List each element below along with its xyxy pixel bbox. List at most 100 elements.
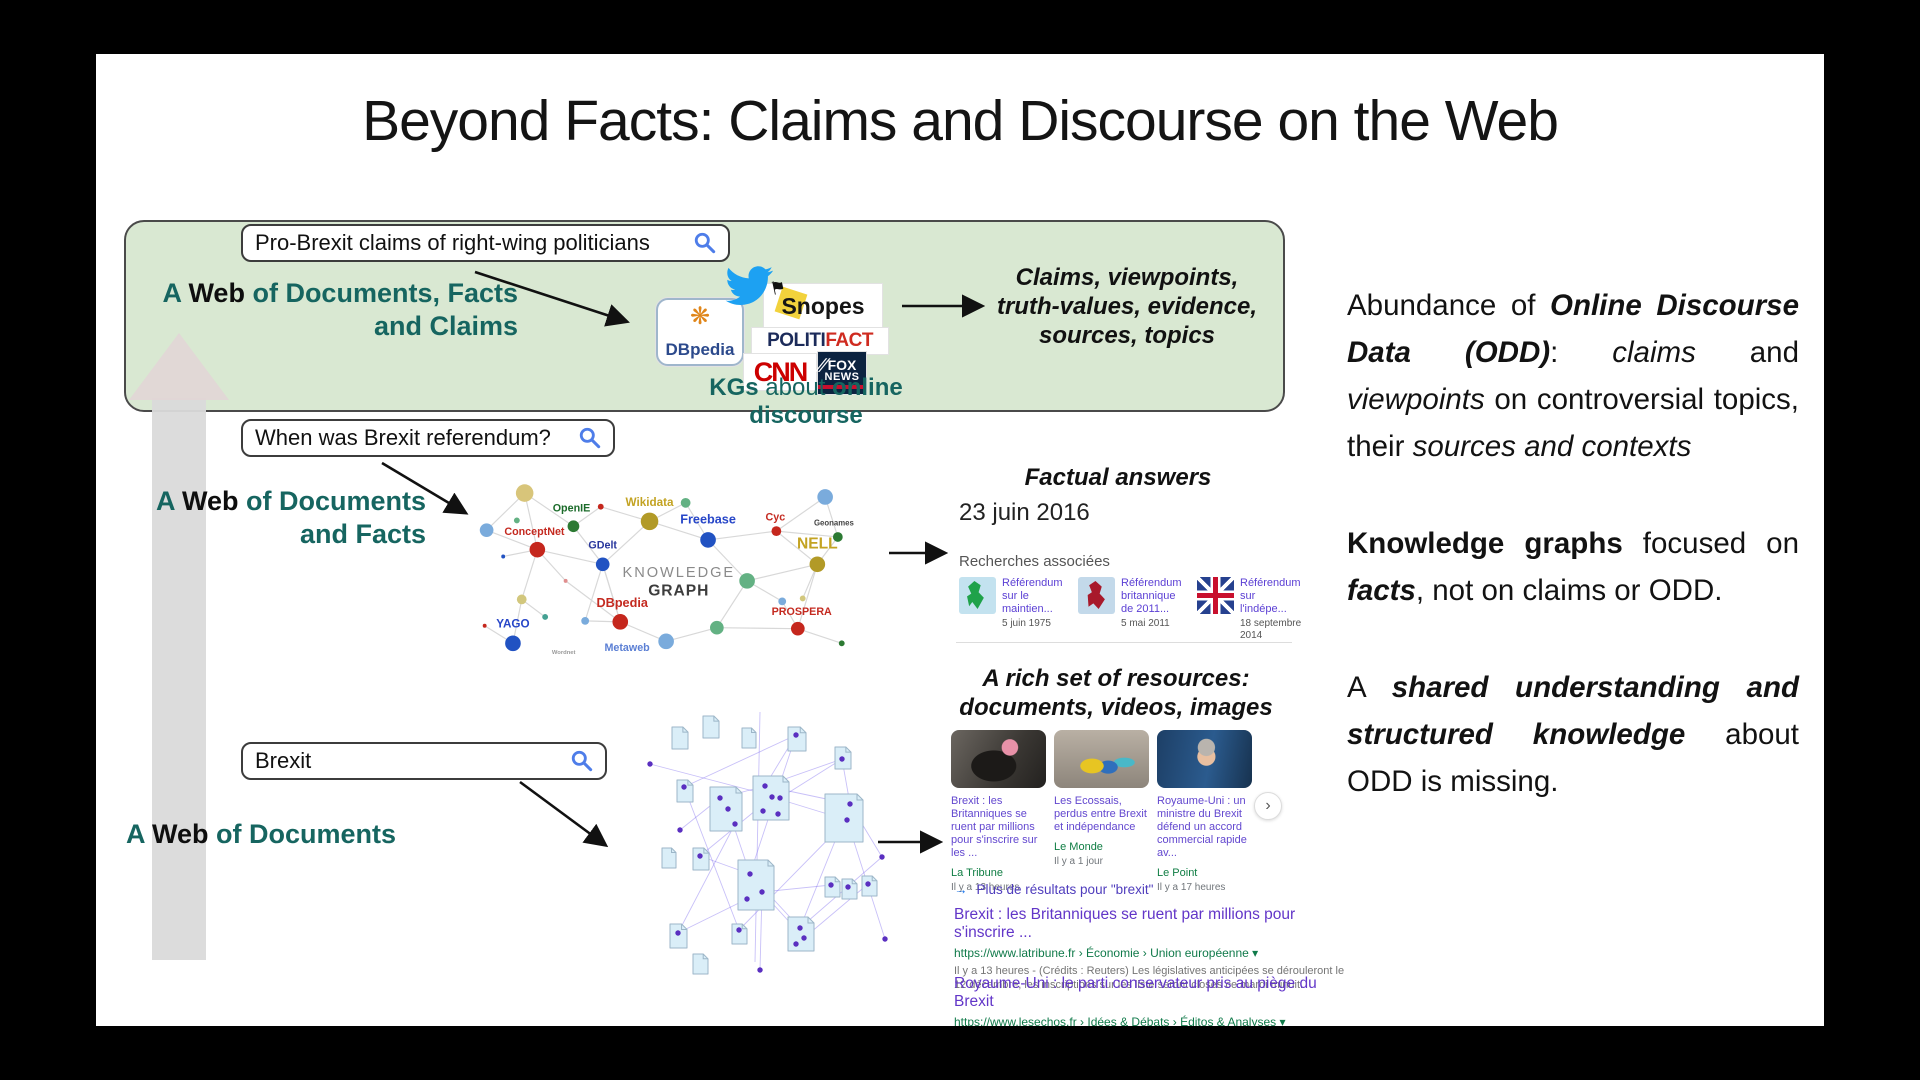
fox-red-bar bbox=[818, 384, 866, 389]
label-web-documents: A Web of Documents bbox=[126, 819, 397, 849]
related-search-item[interactable]: Référendum sur le maintien... 5 juin 197… bbox=[959, 577, 1065, 642]
resources-title: A rich set of resources: documents, vide… bbox=[946, 664, 1286, 722]
svg-text:GDelt: GDelt bbox=[588, 540, 617, 552]
cnn-wordmark: CNN bbox=[753, 356, 808, 387]
label-web-documents-facts-claims: A Web of Documents, Facts and Claims bbox=[126, 277, 518, 343]
result-snippet: Il y a 13 heures - (Crédits : Reuters) L… bbox=[954, 965, 1345, 991]
svg-text:OpenIE: OpenIE bbox=[553, 503, 591, 515]
kgs-caption: KGs about online discourse bbox=[709, 374, 903, 429]
news-card-source: Le Point bbox=[1157, 867, 1198, 879]
label-line1: A Web of Documents bbox=[155, 486, 426, 516]
result-url-breadcrumb[interactable]: https://www.lesechos.fr › Idées & Débats… bbox=[954, 1015, 1286, 1026]
search-box-documents[interactable] bbox=[241, 742, 607, 780]
label-line1: A Web of Documents, Facts bbox=[162, 278, 518, 308]
page-title: Beyond Facts: Claims and Discourse on th… bbox=[362, 89, 1559, 153]
carousel-next-button[interactable]: › bbox=[1254, 792, 1282, 820]
slide: Beyond Facts: Claims and Discourse on th… bbox=[96, 54, 1824, 1026]
news-card-source: Le Monde bbox=[1054, 841, 1103, 853]
factual-answer-value: 23 juin 2016 bbox=[959, 499, 1090, 526]
label-line2: and Claims bbox=[373, 311, 518, 341]
news-card[interactable]: Royaume-Uni : un ministre du Brexit défe… bbox=[1157, 730, 1252, 893]
paragraph-shared-understanding: A shared understanding and structured kn… bbox=[1347, 671, 1799, 798]
right-text-panel: Abundance of Online Discourse Data (ODD)… bbox=[1347, 282, 1799, 855]
related-title[interactable]: Référendum sur l'indépe... bbox=[1240, 577, 1301, 615]
related-title[interactable]: Référendum sur le maintien... bbox=[1002, 577, 1063, 615]
evolution-up-arrow bbox=[129, 333, 229, 960]
search-input-documents[interactable] bbox=[255, 748, 569, 774]
paragraph-odd-abundance: Abundance of Online Discourse Data (ODD)… bbox=[1347, 289, 1799, 463]
svg-text:YAGO: YAGO bbox=[496, 618, 529, 631]
related-thumbnail-uk-flag[interactable] bbox=[1197, 577, 1234, 614]
document-network-figure bbox=[620, 702, 940, 1026]
dbpedia-logo: ❋ DBpedia bbox=[656, 298, 744, 366]
svg-text:Freebase: Freebase bbox=[680, 512, 736, 526]
news-card-time: Il y a 17 heures bbox=[1157, 882, 1226, 893]
news-card-image[interactable] bbox=[951, 730, 1046, 788]
label-line2: and Facts bbox=[299, 519, 426, 549]
related-date: 5 juin 1975 bbox=[1002, 618, 1051, 629]
search-icon[interactable] bbox=[569, 748, 595, 774]
snopes-wordmark: Snopes bbox=[781, 292, 865, 319]
related-title[interactable]: Référendum britannique de 2011... bbox=[1121, 577, 1182, 615]
related-searches-row: Référendum sur le maintien... 5 juin 197… bbox=[959, 577, 1305, 642]
divider bbox=[956, 642, 1292, 643]
fox-slash-mark: ∕∕ bbox=[820, 355, 827, 377]
svg-text:Metaweb: Metaweb bbox=[604, 642, 650, 654]
fox-news-logo: ∕∕ FOX NEWS bbox=[818, 352, 866, 394]
claims-output-line1: Claims, viewpoints, bbox=[1015, 264, 1239, 291]
related-date: 5 mai 2011 bbox=[1121, 618, 1170, 629]
claims-output-line2: truth-values, evidence, bbox=[996, 293, 1258, 320]
more-results-text[interactable]: Plus de résultats pour "brexit" bbox=[976, 882, 1154, 897]
news-card-title[interactable]: Brexit : les Britanniques se ruent par m… bbox=[951, 795, 1038, 859]
svg-text:NELL: NELL bbox=[797, 536, 838, 553]
related-searches-label: Recherches associées bbox=[959, 553, 1110, 570]
politifact-wordmark-left: POLITI bbox=[767, 330, 826, 351]
result-url-breadcrumb[interactable]: https://www.latribune.fr › Économie › Un… bbox=[954, 946, 1259, 960]
search-result: Royaume-Uni : le parti conservateur pris… bbox=[954, 975, 1346, 1026]
svg-text:ConceptNet: ConceptNet bbox=[504, 526, 565, 538]
news-card-title[interactable]: Les Ecossais, perdus entre Brexit et ind… bbox=[1054, 795, 1147, 833]
result-title-link[interactable]: Brexit : les Britanniques se ruent par m… bbox=[954, 906, 1296, 941]
search-input-facts[interactable] bbox=[255, 425, 577, 451]
search-box-claims[interactable] bbox=[241, 224, 730, 262]
svg-text:Wordnet: Wordnet bbox=[552, 650, 576, 656]
news-card[interactable]: Brexit : les Britanniques se ruent par m… bbox=[951, 730, 1046, 893]
paragraph-kg-facts: Knowledge graphs focused on facts, not o… bbox=[1347, 527, 1799, 607]
news-card-title[interactable]: Royaume-Uni : un ministre du Brexit défe… bbox=[1157, 795, 1247, 859]
related-thumbnail-map-red[interactable] bbox=[1078, 577, 1115, 614]
label-web-documents-facts: A Web of Documents and Facts bbox=[126, 485, 426, 551]
related-search-item[interactable]: Référendum britannique de 2011... 5 mai … bbox=[1078, 577, 1184, 642]
arrow-right-icon: → bbox=[954, 882, 968, 897]
news-cards-row: Brexit : les Britanniques se ruent par m… bbox=[951, 730, 1252, 893]
svg-text:DBpedia: DBpedia bbox=[597, 596, 649, 610]
politifact-wordmark-right: FACT bbox=[825, 330, 873, 351]
dbpedia-wordmark: DBpedia bbox=[665, 340, 735, 359]
related-search-item[interactable]: Référendum sur l'indépe... 18 septembre … bbox=[1197, 577, 1303, 642]
news-card-image[interactable] bbox=[1054, 730, 1149, 788]
svg-text:GRAPH: GRAPH bbox=[648, 583, 709, 600]
more-results-link[interactable]: → Plus de résultats pour "brexit" bbox=[954, 882, 1153, 897]
search-input-claims[interactable] bbox=[255, 230, 692, 256]
resources-title-line2: documents, videos, images bbox=[959, 694, 1273, 721]
svg-text:Cyc: Cyc bbox=[766, 511, 786, 523]
dbpedia-dandelion-icon: ❋ bbox=[689, 303, 711, 330]
search-result: Brexit : les Britanniques se ruent par m… bbox=[954, 906, 1346, 992]
fox-wordmark-line1: FOX bbox=[827, 356, 857, 373]
chevron-right-icon: › bbox=[1265, 797, 1271, 814]
search-icon[interactable] bbox=[577, 425, 603, 451]
search-icon[interactable] bbox=[692, 230, 718, 256]
result-title-link[interactable]: Royaume-Uni : le parti conservateur pris… bbox=[954, 975, 1317, 1010]
snopes-logo: ⚑ Snopes bbox=[764, 277, 882, 328]
twitter-icon bbox=[725, 266, 773, 305]
claims-output-text: Claims, viewpoints, truth-values, eviden… bbox=[994, 263, 1260, 350]
search-box-facts[interactable] bbox=[241, 419, 615, 457]
news-card[interactable]: Les Ecossais, perdus entre Brexit et ind… bbox=[1054, 730, 1149, 893]
related-thumbnail-map-green[interactable] bbox=[959, 577, 996, 614]
news-card-image[interactable] bbox=[1157, 730, 1252, 788]
svg-text:Geonames: Geonames bbox=[814, 518, 855, 527]
fox-wordmark-line2: NEWS bbox=[824, 370, 860, 383]
factual-answers-title: Factual answers bbox=[1024, 464, 1212, 491]
